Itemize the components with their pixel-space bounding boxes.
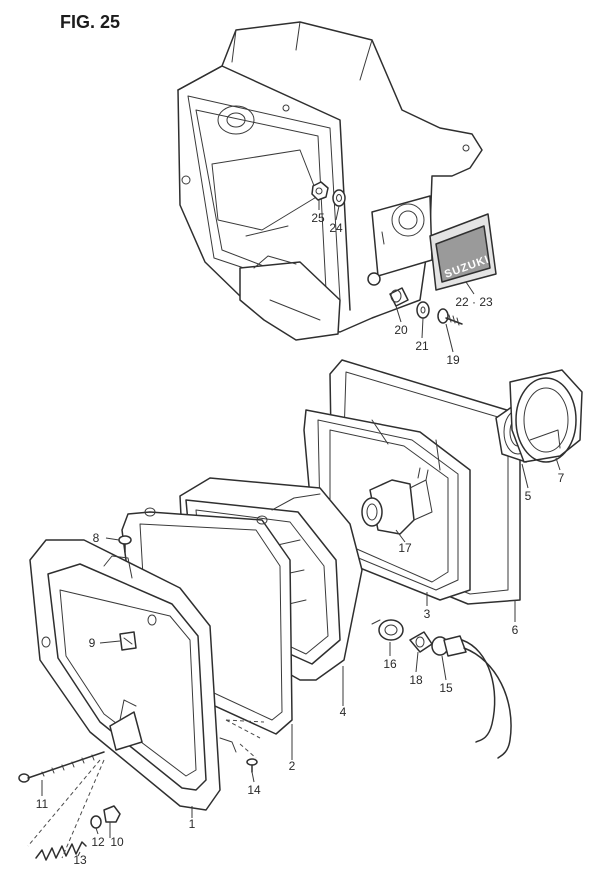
callout-24: 24 xyxy=(329,221,343,235)
nut-10 xyxy=(103,805,121,823)
clip-nut-9 xyxy=(119,631,137,651)
callout-9: 9 xyxy=(89,636,96,650)
screw-8 xyxy=(118,535,132,553)
headlight-housing xyxy=(177,21,483,341)
figure-title: FIG. 25 xyxy=(60,12,121,32)
callout-18: 18 xyxy=(409,673,423,687)
callout-20: 20 xyxy=(394,323,408,337)
callout-11: 11 xyxy=(36,797,49,811)
assembly-line xyxy=(225,719,265,759)
suzuki-badge: SUZUKI xyxy=(429,213,497,291)
screw-19 xyxy=(437,308,463,326)
callout-3: 3 xyxy=(424,607,431,621)
callout-13: 13 xyxy=(73,853,87,867)
callout-7: 7 xyxy=(558,471,565,485)
callout-8: 8 xyxy=(93,531,100,545)
front-frame xyxy=(29,539,237,811)
nut-25 xyxy=(311,181,329,201)
callout-19: 19 xyxy=(446,353,460,367)
callout-25: 25 xyxy=(311,211,325,225)
screw-14 xyxy=(246,758,258,773)
callout-5: 5 xyxy=(525,489,532,503)
callout-10: 10 xyxy=(110,835,124,849)
callout-12: 12 xyxy=(91,835,105,849)
washer-21 xyxy=(416,301,430,319)
leader-lines xyxy=(41,200,561,857)
washer-24 xyxy=(332,189,346,207)
callout-labels: 1 2 3 4 5 6 7 8 9 10 11 12 13 14 15 16 1… xyxy=(36,211,565,867)
callout-1: 1 xyxy=(189,817,196,831)
callout-16: 16 xyxy=(383,657,397,671)
spacer-20 xyxy=(389,287,409,307)
callout-2: 2 xyxy=(289,759,296,773)
callout-21: 21 xyxy=(415,339,429,353)
socket-7 xyxy=(509,369,583,463)
callout-15: 15 xyxy=(439,681,453,695)
bulb-17 xyxy=(361,467,433,535)
callout-6: 6 xyxy=(512,623,519,637)
adjusting-screw-11 xyxy=(18,751,105,783)
pilot-socket-15 xyxy=(431,635,512,759)
washer-12 xyxy=(90,815,102,829)
callout-14: 14 xyxy=(247,783,261,797)
bulb-18 xyxy=(409,631,433,653)
callout-17: 17 xyxy=(398,541,412,555)
assembly-line xyxy=(27,759,105,859)
callout-22-23: 22 · 23 xyxy=(455,295,493,309)
grommet-16 xyxy=(371,619,404,641)
callout-4: 4 xyxy=(340,705,347,719)
spring-13 xyxy=(35,841,87,861)
